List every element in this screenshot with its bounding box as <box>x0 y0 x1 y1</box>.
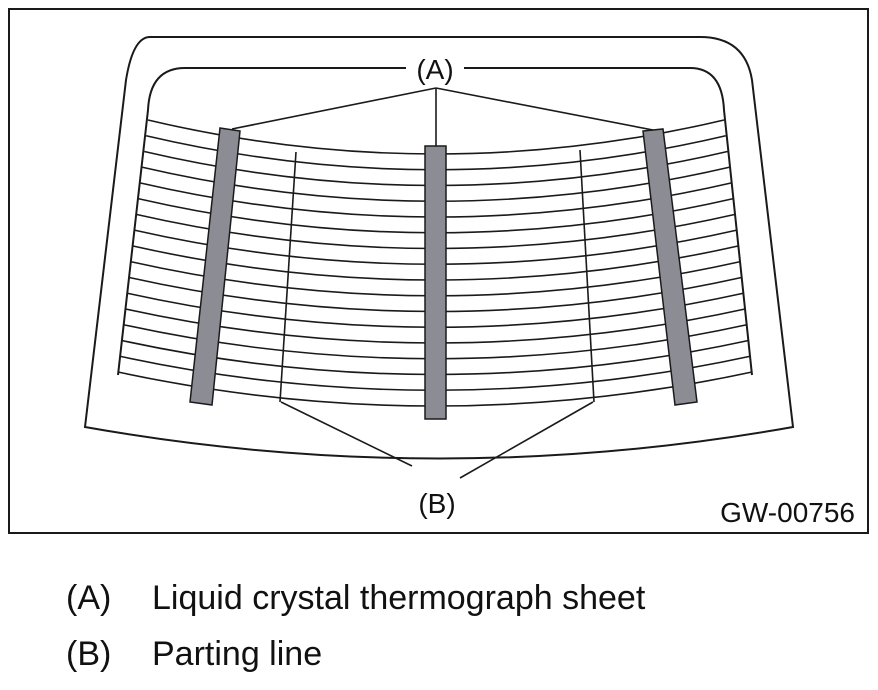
callout-a-label: (A) <box>416 54 453 85</box>
rear-defogger-diagram: (A) (B) GW-00756 <box>8 8 869 534</box>
glass-inner-border <box>117 67 406 376</box>
leader-lines-a <box>231 87 654 146</box>
parting-line-right <box>579 149 595 403</box>
legend-item-b: (B) Parting line <box>66 634 322 674</box>
legend-key: (B) <box>66 635 112 673</box>
glass-outer-outline <box>83 36 795 460</box>
thermograph-sheet-center <box>424 145 447 420</box>
thermograph-sheet-left <box>189 127 241 406</box>
legend-key: (A) <box>66 579 112 617</box>
figure-frame <box>8 8 869 534</box>
figure-id: GW-00756 <box>720 497 855 528</box>
legend-item-a: (A) Liquid crystal thermograph sheet <box>66 578 645 618</box>
glass-inner-border <box>464 67 753 376</box>
callout-b-label: (B) <box>418 488 455 519</box>
legend-text: Parting line <box>152 635 323 673</box>
thermograph-sheet-right <box>642 128 698 406</box>
legend-text: Liquid crystal thermograph sheet <box>152 579 646 617</box>
leader-lines-b <box>280 401 594 479</box>
parting-line-left <box>279 151 297 403</box>
